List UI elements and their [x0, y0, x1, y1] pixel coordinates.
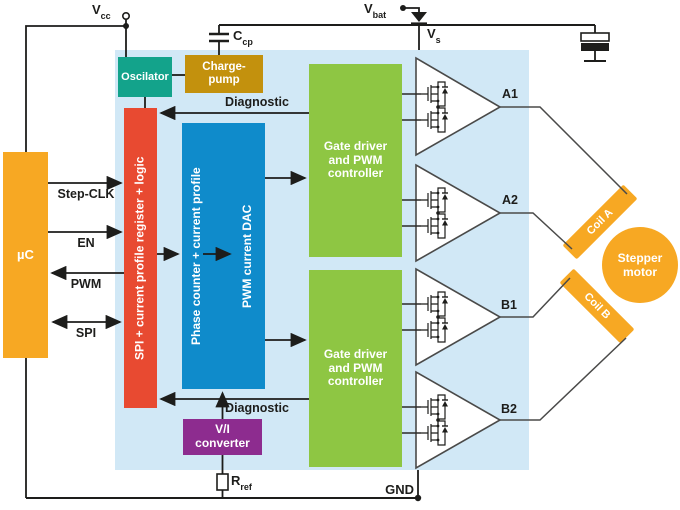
driver-triangle	[415, 267, 502, 367]
output-b1-label: B1	[501, 298, 517, 312]
ccp-label: Ccp	[233, 28, 253, 47]
vbat-label: Vbat	[364, 1, 387, 20]
vs-label: Vs	[427, 26, 441, 45]
halfbridge-a1	[402, 56, 502, 157]
vi-converter-block: V/I converter	[183, 419, 262, 455]
en-label: EN	[77, 236, 95, 250]
gate-driver-b-label: Gate driver and PWM controller	[323, 346, 388, 389]
halfbridge-b1	[402, 267, 502, 367]
b2-wire	[500, 337, 627, 421]
output-a2-label: A2	[502, 193, 518, 207]
halfbridge-b2	[402, 370, 502, 470]
gate-driver-a-block: Gate driver and PWM controller	[309, 64, 402, 257]
output-a1-label: A1	[502, 87, 518, 101]
stepper-motor-label: Stepper motor	[617, 250, 663, 279]
spi-label: SPI	[75, 326, 97, 340]
reverse-diode-icon	[411, 12, 427, 25]
driver-triangle	[415, 56, 502, 157]
internal-wires	[144, 74, 185, 108]
diagnostic-bottom-label: Diagnostic	[225, 401, 289, 415]
gate-driver-a-label: Gate driver and PWM controller	[323, 138, 388, 181]
vcc-terminal-circle	[122, 12, 131, 21]
gate-wires	[402, 303, 421, 331]
gnd-label: GND	[385, 482, 414, 497]
vcc-wire	[25, 19, 418, 499]
charge-pump-label: Charge-pump	[202, 60, 246, 86]
pwm-label: PWM	[70, 277, 102, 291]
phase-output-wires	[500, 106, 628, 421]
gate-wires	[402, 199, 421, 227]
signal-arrows	[48, 105, 309, 419]
a2-wire	[500, 212, 573, 250]
driver-triangle	[415, 163, 502, 263]
vcc-label: Vcc	[92, 2, 111, 21]
b1-wire	[500, 277, 571, 318]
vi-converter-label: V/I converter	[195, 422, 250, 450]
rref-label: Rref	[231, 473, 252, 492]
gate-wires	[402, 93, 421, 121]
halfbridge-a2	[402, 163, 502, 263]
vbat-junction-dot	[400, 5, 406, 11]
diagnostic-top-label: Diagnostic	[225, 95, 289, 109]
step-clk-label: Step-CLK	[57, 187, 115, 201]
oscillator-block: Oscilator	[118, 57, 172, 97]
gnd-junction-dot	[414, 494, 422, 502]
stepper-motor-circle: Stepper motor	[602, 227, 678, 303]
rref-resistor-icon	[216, 455, 229, 498]
driver-triangle	[415, 370, 502, 470]
output-stages	[402, 56, 502, 470]
charge-pump-block: Charge-pump	[185, 55, 263, 93]
microcontroller-block: µC	[3, 152, 48, 358]
ccp-capacitor-icon	[209, 32, 229, 43]
vcc-junction-dot	[123, 23, 129, 29]
output-b2-label: B2	[501, 402, 517, 416]
gate-wires	[402, 406, 421, 434]
gate-driver-b-block: Gate driver and PWM controller	[309, 270, 402, 467]
bulk-capacitor-icon	[580, 32, 610, 62]
supply-rail-wire	[218, 7, 596, 498]
spi-register-logic-block: SPI + current profile register + logic	[124, 108, 157, 408]
oscillator-label: Oscilator	[121, 70, 169, 83]
a1-wire	[500, 106, 628, 195]
microcontroller-label: µC	[17, 246, 34, 262]
